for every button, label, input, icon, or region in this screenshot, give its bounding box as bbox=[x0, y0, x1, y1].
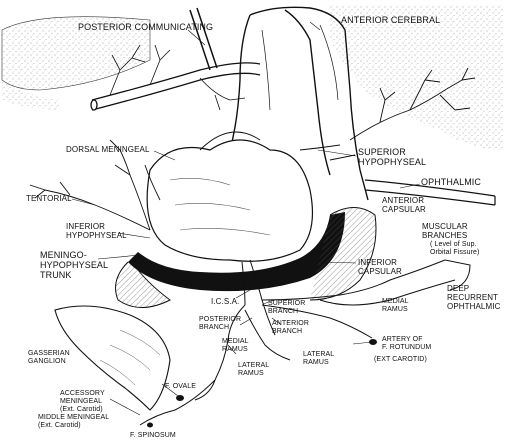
label-deep-recurrent-ophthalmic: DEEP RECURRENT OPHTHALMIC bbox=[447, 284, 501, 311]
label-anterior-capsular: ANTERIOR CAPSULAR bbox=[382, 196, 426, 214]
label-posterior-communicating: POSTERIOR COMMUNICATING bbox=[78, 22, 214, 32]
label-muscular-branches: MUSCULAR BRANCHES bbox=[422, 222, 468, 240]
label-ophthalmic: OPHTHALMIC bbox=[421, 177, 482, 187]
inferior-branches bbox=[139, 259, 471, 426]
label-f-spinosum: F. SPINOSUM bbox=[130, 432, 176, 439]
gasserian-ganglion bbox=[54, 305, 171, 411]
label-inferior-capsular: INFERIOR CAPSULAR bbox=[358, 258, 402, 276]
label-gasserian-ganglion: GASSERIAN GANGLION bbox=[28, 350, 70, 365]
pituitary-gland bbox=[146, 131, 314, 262]
label-accessory-meningeal: ACCESSORY MENINGEAL (Ext. Carotid) bbox=[60, 390, 105, 413]
label-icsa: I.C.S.A. bbox=[211, 297, 240, 306]
internal-carotid-upper bbox=[229, 6, 369, 201]
label-anterior-cerebral: ANTERIOR CEREBRAL bbox=[341, 15, 441, 25]
ophthalmic-artery bbox=[364, 179, 496, 206]
label-medial-ramus-left: MEDIAL RAMUS bbox=[222, 338, 249, 353]
label-inferior-hypophyseal: INFERIOR HYPOPHYSEAL bbox=[66, 222, 127, 240]
label-superior-branch: SUPERIOR BRANCH bbox=[268, 300, 306, 315]
label-posterior-branch: POSTERIOR BRANCH bbox=[199, 316, 242, 331]
label-meningohypophyseal-trunk: MENINGO- HYPOPHYSEAL TRUNK bbox=[40, 250, 109, 280]
label-medial-ramus-right: MEDIAL RAMUS bbox=[382, 298, 409, 313]
label-f-ovale: F. OVALE bbox=[165, 383, 197, 390]
superior-hypophyseal-branches bbox=[299, 67, 476, 161]
label-tentorial: TENTORIAL bbox=[26, 194, 72, 203]
posterior-communicating-artery bbox=[90, 7, 261, 111]
label-artery-f-rotundum: ARTERY OF F. ROTUNDUM bbox=[382, 336, 432, 351]
label-lateral-ramus-right: LATERAL RAMUS bbox=[303, 351, 335, 366]
cavernous-carotid-segment bbox=[115, 207, 377, 308]
stippled-background bbox=[1, 5, 503, 150]
label-ext-carotid-rotundum: (EXT CAROTID) bbox=[374, 356, 427, 363]
foramina bbox=[147, 339, 377, 428]
label-anterior-branch: ANTERIOR BRANCH bbox=[272, 320, 309, 335]
label-superior-hypophyseal: SUPERIOR HYPOPHYSEAL bbox=[358, 147, 427, 167]
posterior-vessel-tree bbox=[109, 44, 246, 111]
label-lateral-ramus-left: LATERAL RAMUS bbox=[238, 362, 270, 377]
label-muscular-branches-note: ( Level of Sup. Orbital Fissure) bbox=[430, 241, 480, 256]
label-dorsal-meningeal: DORSAL MENINGEAL bbox=[66, 145, 150, 154]
label-middle-meningeal: MIDDLE MENINGEAL (Ext. Carotid) bbox=[38, 414, 110, 429]
label-leader-lines bbox=[71, 21, 421, 416]
